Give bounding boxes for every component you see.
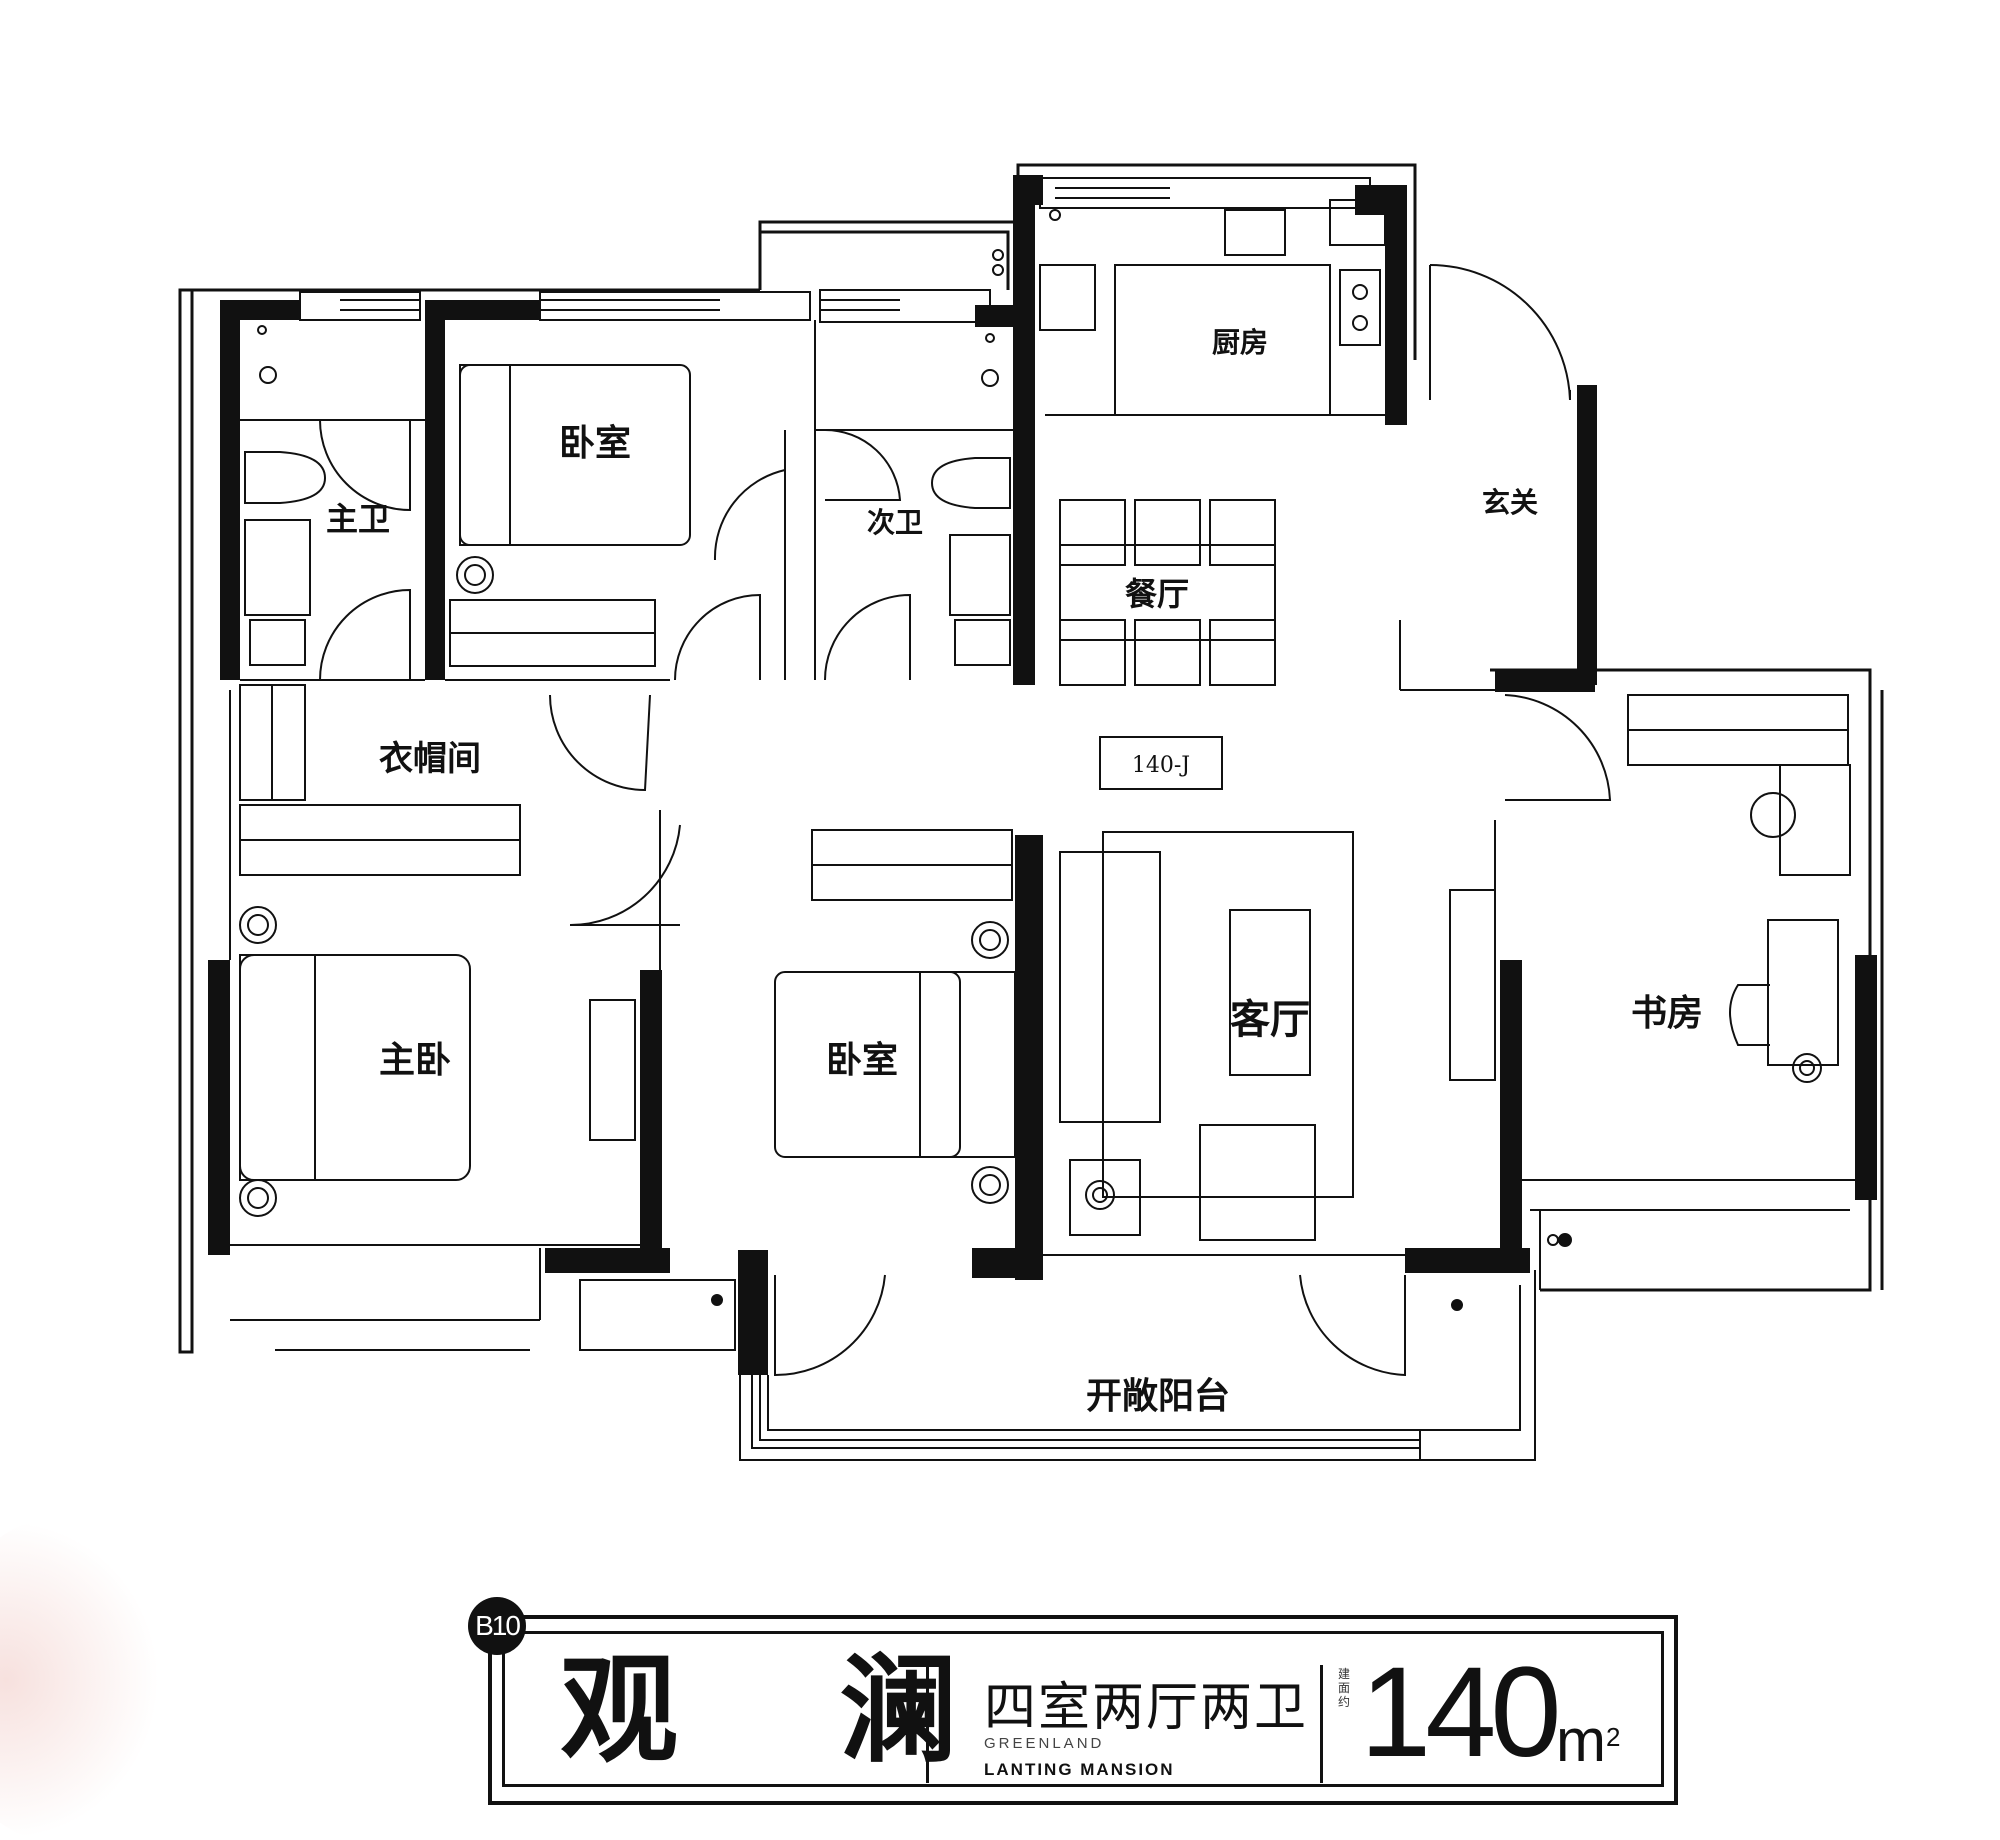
title-block: B10 观 澜 四室两厅两卫 GREENLAND LANTING MANSION… <box>468 1597 1678 1805</box>
room-label-entrance: 玄关 <box>1482 486 1538 519</box>
partition-walls <box>229 320 1855 1351</box>
door-swings <box>319 264 1612 1377</box>
room-label-kitchen: 厨房 <box>1212 326 1268 359</box>
project-name: 观 澜 <box>560 1641 1018 1779</box>
room-label-second-bath: 次卫 <box>867 506 923 539</box>
brand-line-1: GREENLAND <box>984 1735 1105 1752</box>
unit-code-box <box>1099 736 1223 790</box>
area-value: 140 <box>1360 1641 1562 1784</box>
unit-type-badge: B10 <box>468 1597 526 1655</box>
kitchen-fixtures <box>992 199 1386 416</box>
beds <box>239 364 1016 1181</box>
area-label: 建面约 <box>1338 1667 1351 1709</box>
area-unit-base: m <box>1556 1707 1606 1774</box>
title-frame-inner <box>502 1631 1664 1787</box>
area-unit: m2 <box>1556 1711 1620 1771</box>
load-bearing-walls <box>208 175 1877 1375</box>
divider <box>1320 1665 1323 1783</box>
room-label-dining: 餐厅 <box>1125 575 1189 613</box>
area-unit-superscript: 2 <box>1605 1722 1621 1752</box>
west-exterior-line <box>178 288 194 1354</box>
bathroom-fixtures <box>244 325 1011 666</box>
room-label-balcony: 开敞阳台 <box>1086 1376 1230 1417</box>
room-label-bedroom-north: 卧室 <box>559 423 631 464</box>
floor-plan: 140-J 主卫 卧室 次卫 厨房 玄关 餐厅 衣帽间 主卧 卧室 客厅 书房 … <box>178 163 1884 1461</box>
room-label-study: 书房 <box>1631 993 1703 1034</box>
layout-description: 四室两厅两卫 <box>984 1678 1309 1738</box>
room-label-bedroom-south: 卧室 <box>826 1040 898 1081</box>
lamp-icons <box>239 556 1822 1217</box>
balcony-outline <box>579 1270 1536 1461</box>
title-frame-outer <box>488 1615 1678 1805</box>
brand-line-2: LANTING MANSION <box>984 1760 1175 1779</box>
room-label-cloakroom: 衣帽间 <box>379 739 481 779</box>
living-furniture <box>589 831 1496 1241</box>
study-furniture <box>711 764 1851 1311</box>
room-label-master-bedroom: 主卧 <box>379 1040 451 1081</box>
paper-smudge <box>0 1520 160 1840</box>
unit-code: 140-J <box>1132 753 1190 778</box>
room-label-living: 客厅 <box>1230 997 1310 1043</box>
wardrobes <box>239 599 1849 901</box>
divider <box>926 1665 929 1783</box>
room-label-master-bath: 主卫 <box>326 500 390 538</box>
dining-table <box>1059 499 1276 686</box>
